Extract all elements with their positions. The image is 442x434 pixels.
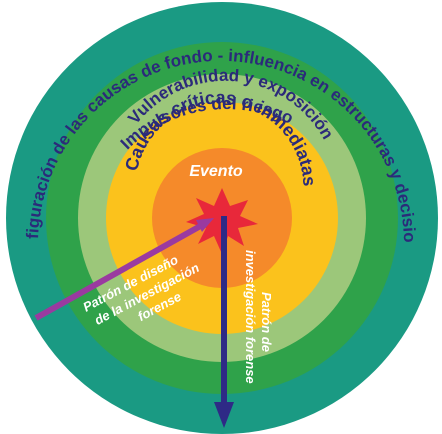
forensic-label-line: investigación forense [243,250,258,384]
design-arrow-shaft [34,221,206,321]
event-label: Evento [189,163,243,180]
forensic-label-line: Patrón de [259,292,274,352]
forensic-arrow-head-icon [214,402,234,428]
design-arrow-head-icon [196,218,214,232]
forensic-arrow-label: Patrón de investigación forense [243,250,274,384]
